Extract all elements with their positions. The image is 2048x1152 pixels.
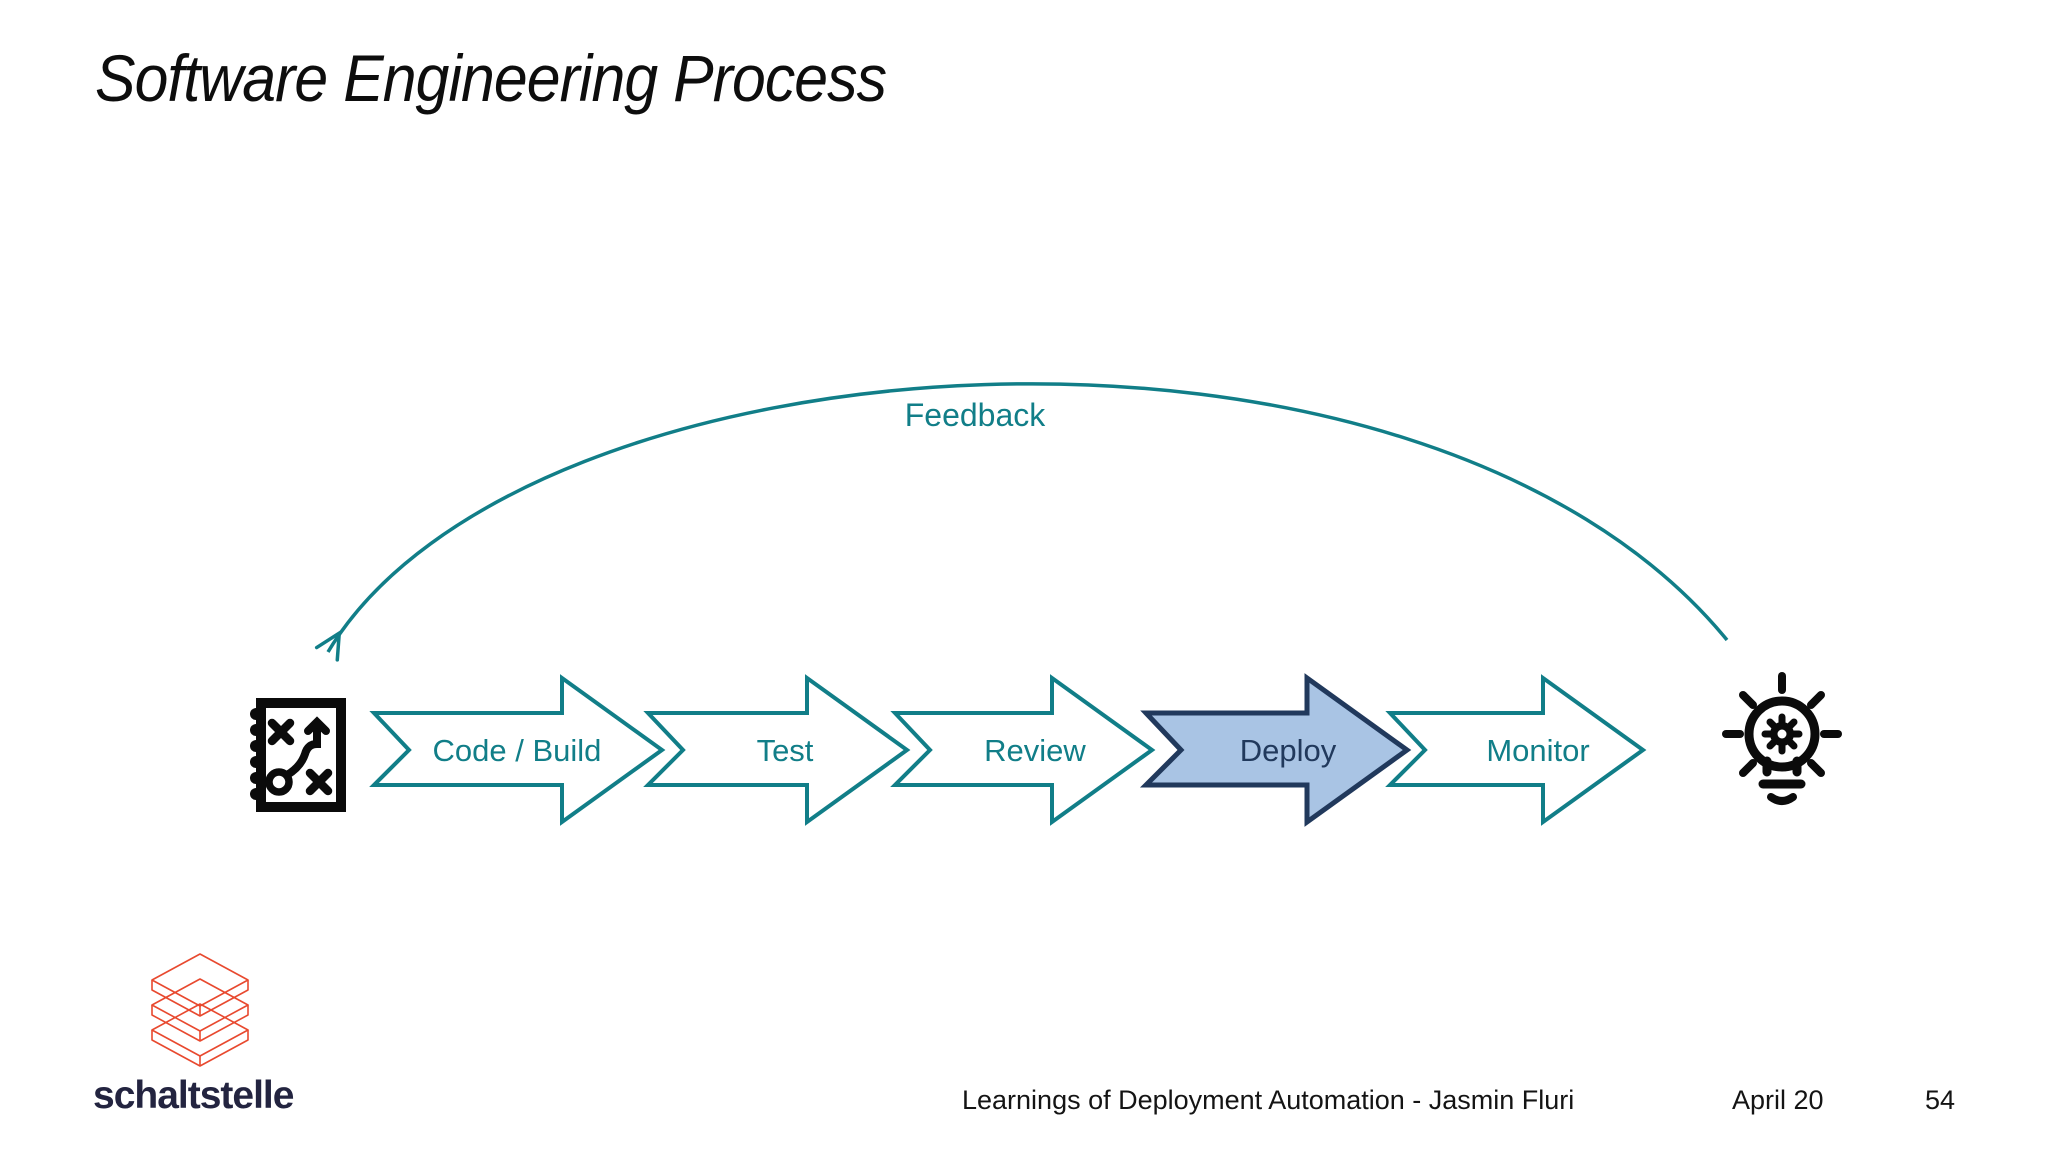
process-arrow (643, 674, 911, 826)
process-step-code-build: Code / Build (369, 674, 666, 826)
process-arrow (890, 674, 1156, 826)
process-arrow-highlighted (1139, 673, 1412, 827)
logo-slab-top (151, 953, 249, 1017)
slide-title: Software Engineering Process (95, 41, 887, 115)
feedback-label: Feedback (905, 397, 1047, 433)
process-step-monitor: Monitor (1385, 674, 1647, 826)
process-step-label: Deploy (1240, 733, 1337, 768)
logo-wordmark: schaltstelle (93, 1074, 294, 1117)
process-step-test: Test (643, 674, 911, 826)
process-step-label: Review (984, 733, 1086, 768)
process-step-label: Monitor (1486, 733, 1589, 768)
logo-slab-middle (151, 978, 249, 1042)
feedback-arrow (314, 382, 1729, 662)
process-arrow (1385, 674, 1647, 826)
footer-caption: Learnings of Deployment Automation - Jas… (962, 1085, 1575, 1115)
process-step-label: Test (757, 733, 814, 768)
process-step-label: Code / Build (433, 733, 602, 768)
schaltstelle-logo-icon (151, 953, 249, 1067)
process-step-deploy: Deploy (1139, 673, 1412, 827)
logo-slab-bottom (151, 1003, 249, 1067)
gear (1761, 713, 1803, 755)
footer-date: April 20 (1732, 1085, 1824, 1115)
rays (1722, 672, 1842, 777)
process-step-review: Review (890, 674, 1156, 826)
strategy-notebook-icon (250, 698, 346, 812)
process-arrow (369, 674, 666, 826)
footer-page-number: 54 (1925, 1085, 1956, 1115)
lightbulb-gear-icon (1722, 672, 1842, 805)
